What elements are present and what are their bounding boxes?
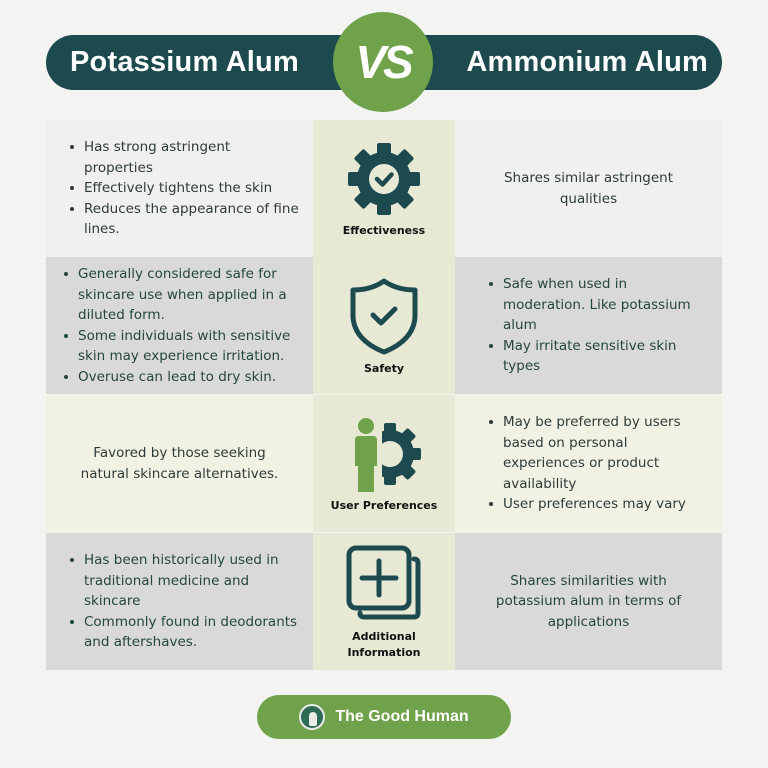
ammonium-safety: Safe when used in moderation. Like potas… [455, 257, 722, 394]
gear-check-icon [348, 142, 420, 215]
row-additional-information: Has been historically used in traditiona… [46, 533, 722, 670]
list-item: User preferences may vary [489, 494, 712, 515]
cell-text: Favored by those seeking natural skincar… [80, 445, 279, 482]
comparison-grid: Has strong astringent properties Effecti… [46, 120, 722, 670]
potassium-safety: Generally considered safe for skincare u… [46, 257, 313, 394]
row-safety: Generally considered safe for skincare u… [46, 257, 722, 394]
row-user-preferences: Favored by those seeking natural skincar… [46, 395, 722, 532]
right-title: Ammonium Alum [466, 46, 708, 78]
vs-badge: VS [333, 12, 433, 112]
category-label: Safety [363, 361, 405, 375]
cell-text: Shares similar astringent qualities [503, 170, 673, 207]
list-item: Has been historically used in traditiona… [70, 550, 303, 612]
user-gear-icon [352, 417, 421, 494]
ammonium-user-preferences: May be preferred by users based on perso… [455, 395, 722, 532]
list-item: Commonly found in deodorants and aftersh… [70, 612, 303, 653]
ammonium-additional-information: Shares similarities with potassium alum … [455, 533, 722, 670]
category-label: User Preferences [330, 498, 438, 512]
list-item: Some individuals with sensitive skin may… [64, 326, 303, 367]
cell-text: Shares similarities with potassium alum … [495, 572, 682, 630]
ammonium-effectiveness: Shares similar astringent qualities [455, 120, 722, 257]
list-item: Has strong astringent properties [70, 137, 303, 178]
list-item: Generally considered safe for skincare u… [64, 264, 303, 326]
woman-profile-logo-icon [299, 704, 326, 730]
list-item: May be preferred by users based on perso… [489, 412, 712, 494]
row-effectiveness: Has strong astringent properties Effecti… [46, 120, 722, 257]
left-title: Potassium Alum [70, 46, 299, 78]
list-item: May irritate sensitive skin types [489, 336, 712, 377]
potassium-user-preferences: Favored by those seeking natural skincar… [46, 395, 313, 532]
potassium-additional-information: Has been historically used in traditiona… [46, 533, 313, 670]
list-item: Overuse can lead to dry skin. [64, 367, 303, 388]
list-item: Safe when used in moderation. Like potas… [489, 274, 712, 336]
category-effectiveness: Effectiveness [313, 120, 455, 257]
list-item: Effectively tightens the skin [70, 178, 303, 199]
category-safety: Safety [313, 257, 455, 394]
category-label-line2: Information [347, 645, 421, 659]
potassium-effectiveness: Has strong astringent properties Effecti… [46, 120, 313, 257]
category-additional-information: Additional Information [313, 533, 455, 670]
list-item: Reduces the appearance of fine lines. [70, 199, 303, 240]
category-user-preferences: User Preferences [313, 395, 455, 532]
add-copy-icon [346, 545, 421, 619]
category-label-line1: Additional [352, 629, 416, 643]
category-label: Additional Information [348, 629, 421, 661]
brand-footer[interactable]: The Good Human [257, 695, 511, 739]
brand-name: The Good Human [335, 708, 469, 725]
shield-check-icon [350, 278, 418, 354]
category-label: Effectiveness [342, 223, 426, 237]
